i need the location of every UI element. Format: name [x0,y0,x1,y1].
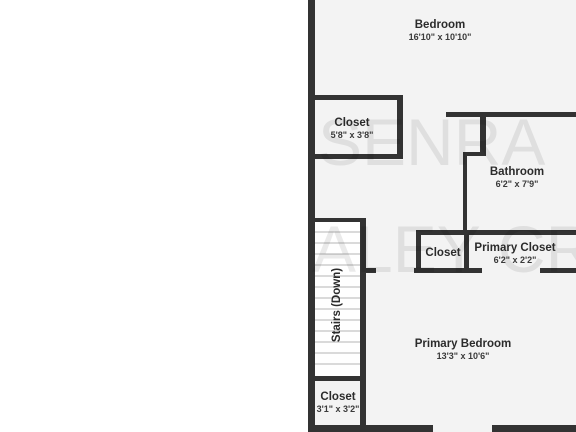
bathroom-dimensions: 6'2" x 7'9" [496,179,539,189]
bedroom-dimensions: 16'10" x 10'10" [409,32,472,42]
closet-lower-label: Closet [320,391,355,403]
stair-treads [315,231,360,365]
watermark-line-1: SENRA [318,105,545,179]
watermark-line-2: ALEY CRO [312,212,576,286]
primary-bedroom-dimensions: 13'3" x 10'6" [437,351,490,361]
bathroom-label: Bathroom [490,166,544,178]
stairs-label: Stairs (Down) [331,268,343,342]
closet-upper-label: Closet [334,117,369,129]
closet-upper-dimensions: 5'8" x 3'8" [331,130,374,140]
closet-lower-dimensions: 3'1" x 3'2" [317,404,360,414]
primary-closet-dimensions: 6'2" x 2'2" [494,255,537,265]
bedroom-label: Bedroom [415,19,465,31]
primary-bedroom-label: Primary Bedroom [415,338,512,350]
walls [308,0,576,432]
closet-middle-label: Closet [425,247,460,259]
primary-closet-label: Primary Closet [474,242,555,254]
stair-well [315,221,362,377]
